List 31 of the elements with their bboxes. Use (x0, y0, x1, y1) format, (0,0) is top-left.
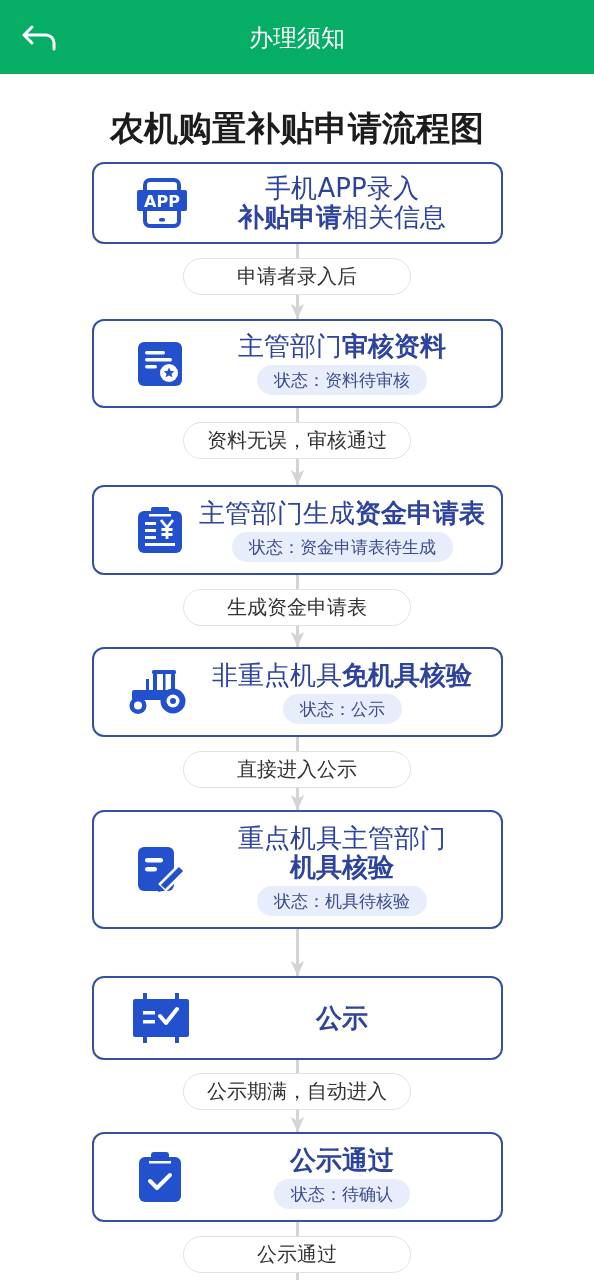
page-title: 办理须知 (249, 23, 345, 54)
edge-label: 公示期满，自动进入 (183, 1073, 411, 1110)
edge-label: 公示通过 (183, 1236, 411, 1273)
icon-label: APP (144, 192, 180, 209)
status-badge: 状态：待确认 (274, 1178, 410, 1209)
edge-label: 申请者录入后 (183, 258, 411, 295)
step-box (92, 976, 503, 1060)
status-badge: 状态：机具待核验 (257, 885, 427, 916)
diagram-title: 农机购置补贴申请流程图 (110, 107, 484, 150)
step-title: 公示通过 (290, 1145, 394, 1175)
step-title: 非重点机具免机具核验 (212, 660, 472, 690)
step-box (92, 810, 503, 929)
step-title: 补贴申请相关信息 (238, 203, 446, 232)
status-badge: 状态：资料待审核 (257, 365, 427, 395)
step-box (92, 319, 503, 408)
step-box (92, 647, 503, 737)
step-title: 主管部门审核资料 (238, 332, 446, 361)
arrow (290, 929, 305, 976)
step-box (92, 162, 503, 244)
step-title: 机具核验 (290, 852, 394, 882)
status-badge: 状态：公示 (282, 693, 402, 724)
step-title: 手机APP录入 (265, 174, 419, 203)
step-title: 公示 (316, 1003, 368, 1033)
step-box (92, 485, 503, 575)
edge-label: 直接进入公示 (183, 751, 411, 788)
step-title: 主管部门生成资金申请表 (199, 498, 485, 528)
edge-label: 资料无误，审核通过 (183, 422, 411, 459)
edge-label: 生成资金申请表 (183, 589, 411, 626)
step-box (92, 1132, 503, 1222)
step-title: 重点机具主管部门 (238, 823, 446, 853)
status-badge: 状态：资金申请表待生成 (231, 531, 453, 562)
